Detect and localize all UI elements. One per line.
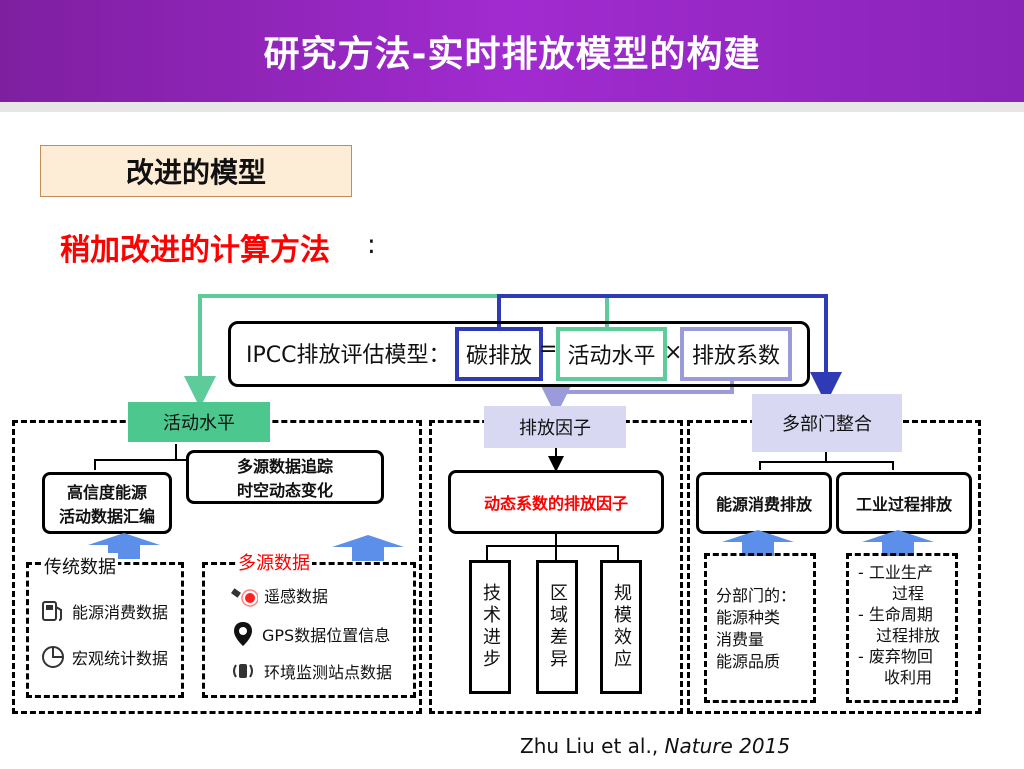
- technology-progress-box: 技术进步: [469, 560, 511, 694]
- list-item: - 废弃物回: [858, 647, 933, 666]
- times-sign: ×: [664, 340, 683, 365]
- activity-level-tag: 活动水平: [128, 402, 270, 442]
- multi-source-tracking-box: 多源数据追踪 时空动态变化: [186, 450, 384, 504]
- item-label: 宏观统计数据: [72, 649, 169, 668]
- item-label: 能源消费数据: [72, 603, 169, 622]
- list-item: - 工业生产: [858, 563, 933, 582]
- list-item: 能源消费数据: [40, 598, 168, 624]
- list-item: 宏观统计数据: [40, 644, 168, 670]
- reference-authors: Zhu Liu et al.,: [520, 734, 665, 758]
- carbon-emission-term: 碳排放: [455, 327, 543, 381]
- subtitle: 稍加改进的计算方法: [60, 233, 330, 268]
- list-item: 过程: [892, 584, 925, 603]
- model-label-box: 改进的模型: [40, 145, 352, 197]
- activity-level-term: 活动水平: [556, 327, 667, 381]
- green-connector: [184, 294, 609, 408]
- slide-title: 研究方法-实时排放模型的构建: [263, 34, 761, 75]
- ipcc-label: IPCC排放评估模型：: [246, 343, 451, 368]
- list-item: 过程排放: [876, 626, 941, 645]
- up-arrow-icon: [88, 533, 160, 559]
- header-divider: [0, 102, 1024, 112]
- list-item: 遥感数据: [228, 582, 328, 608]
- reference-journal: Nature 2015: [664, 734, 791, 758]
- energy-detail-list: 分部门的： 能源种类 消费量 能源品质: [716, 585, 796, 673]
- ipcc-formula-box: [228, 321, 810, 387]
- pie-chart-icon: [42, 646, 64, 668]
- list-item: 能源品质: [716, 652, 781, 671]
- sensor-icon: [233, 664, 253, 678]
- up-arrow-icon: [862, 530, 934, 556]
- location-pin-icon: [234, 622, 252, 646]
- industry-detail-box: [846, 553, 958, 703]
- energy-detail-box: [704, 553, 816, 703]
- up-arrow-icon: [332, 535, 404, 561]
- traditional-data-box: [26, 562, 184, 698]
- list-item: 环境监测站点数据: [228, 658, 392, 684]
- list-item: 分部门的：: [716, 586, 797, 605]
- multi-source-title: 多源数据: [236, 549, 312, 575]
- regional-difference-box: 区域差异: [536, 560, 578, 694]
- list-item: 能源种类: [716, 608, 781, 627]
- list-item: 消费量: [716, 630, 765, 649]
- item-label: GPS数据位置信息: [262, 626, 391, 645]
- subtitle-colon: :: [367, 230, 376, 260]
- item-label: 遥感数据: [264, 587, 329, 606]
- list-item: 收利用: [884, 668, 933, 687]
- emission-factor-tag: 排放因子: [484, 406, 626, 448]
- scale-effect-box: 规模效应: [600, 560, 642, 694]
- header-bar: [0, 0, 1024, 102]
- sector-branch: [759, 452, 894, 470]
- item-label: 环境监测站点数据: [264, 663, 393, 682]
- equals-sign: =: [539, 337, 558, 362]
- emission-factor-term: 排放系数: [680, 327, 792, 381]
- fuel-pump-icon: [42, 601, 62, 621]
- list-item: GPS数据位置信息: [230, 620, 390, 648]
- energy-consumption-box: 能源消费排放: [696, 472, 832, 534]
- list-item: - 生命周期: [858, 605, 933, 624]
- multi-sector-tag: 多部门整合: [752, 394, 902, 452]
- up-arrow-icon: [722, 530, 794, 556]
- reference: Zhu Liu et al., Nature 2015: [520, 734, 790, 758]
- satellite-icon: [231, 588, 258, 607]
- traditional-data-title: 传统数据: [42, 553, 118, 579]
- navy-connector: [497, 294, 842, 404]
- industrial-process-box: 工业过程排放: [836, 472, 972, 534]
- industry-detail-list: - 工业生产 过程 - 生命周期 过程排放 - 废弃物回 收利用: [858, 562, 940, 688]
- high-confidence-data-box: 高信度能源 活动数据汇编: [42, 472, 172, 534]
- dynamic-factor-box: 动态系数的排放因子: [448, 470, 664, 534]
